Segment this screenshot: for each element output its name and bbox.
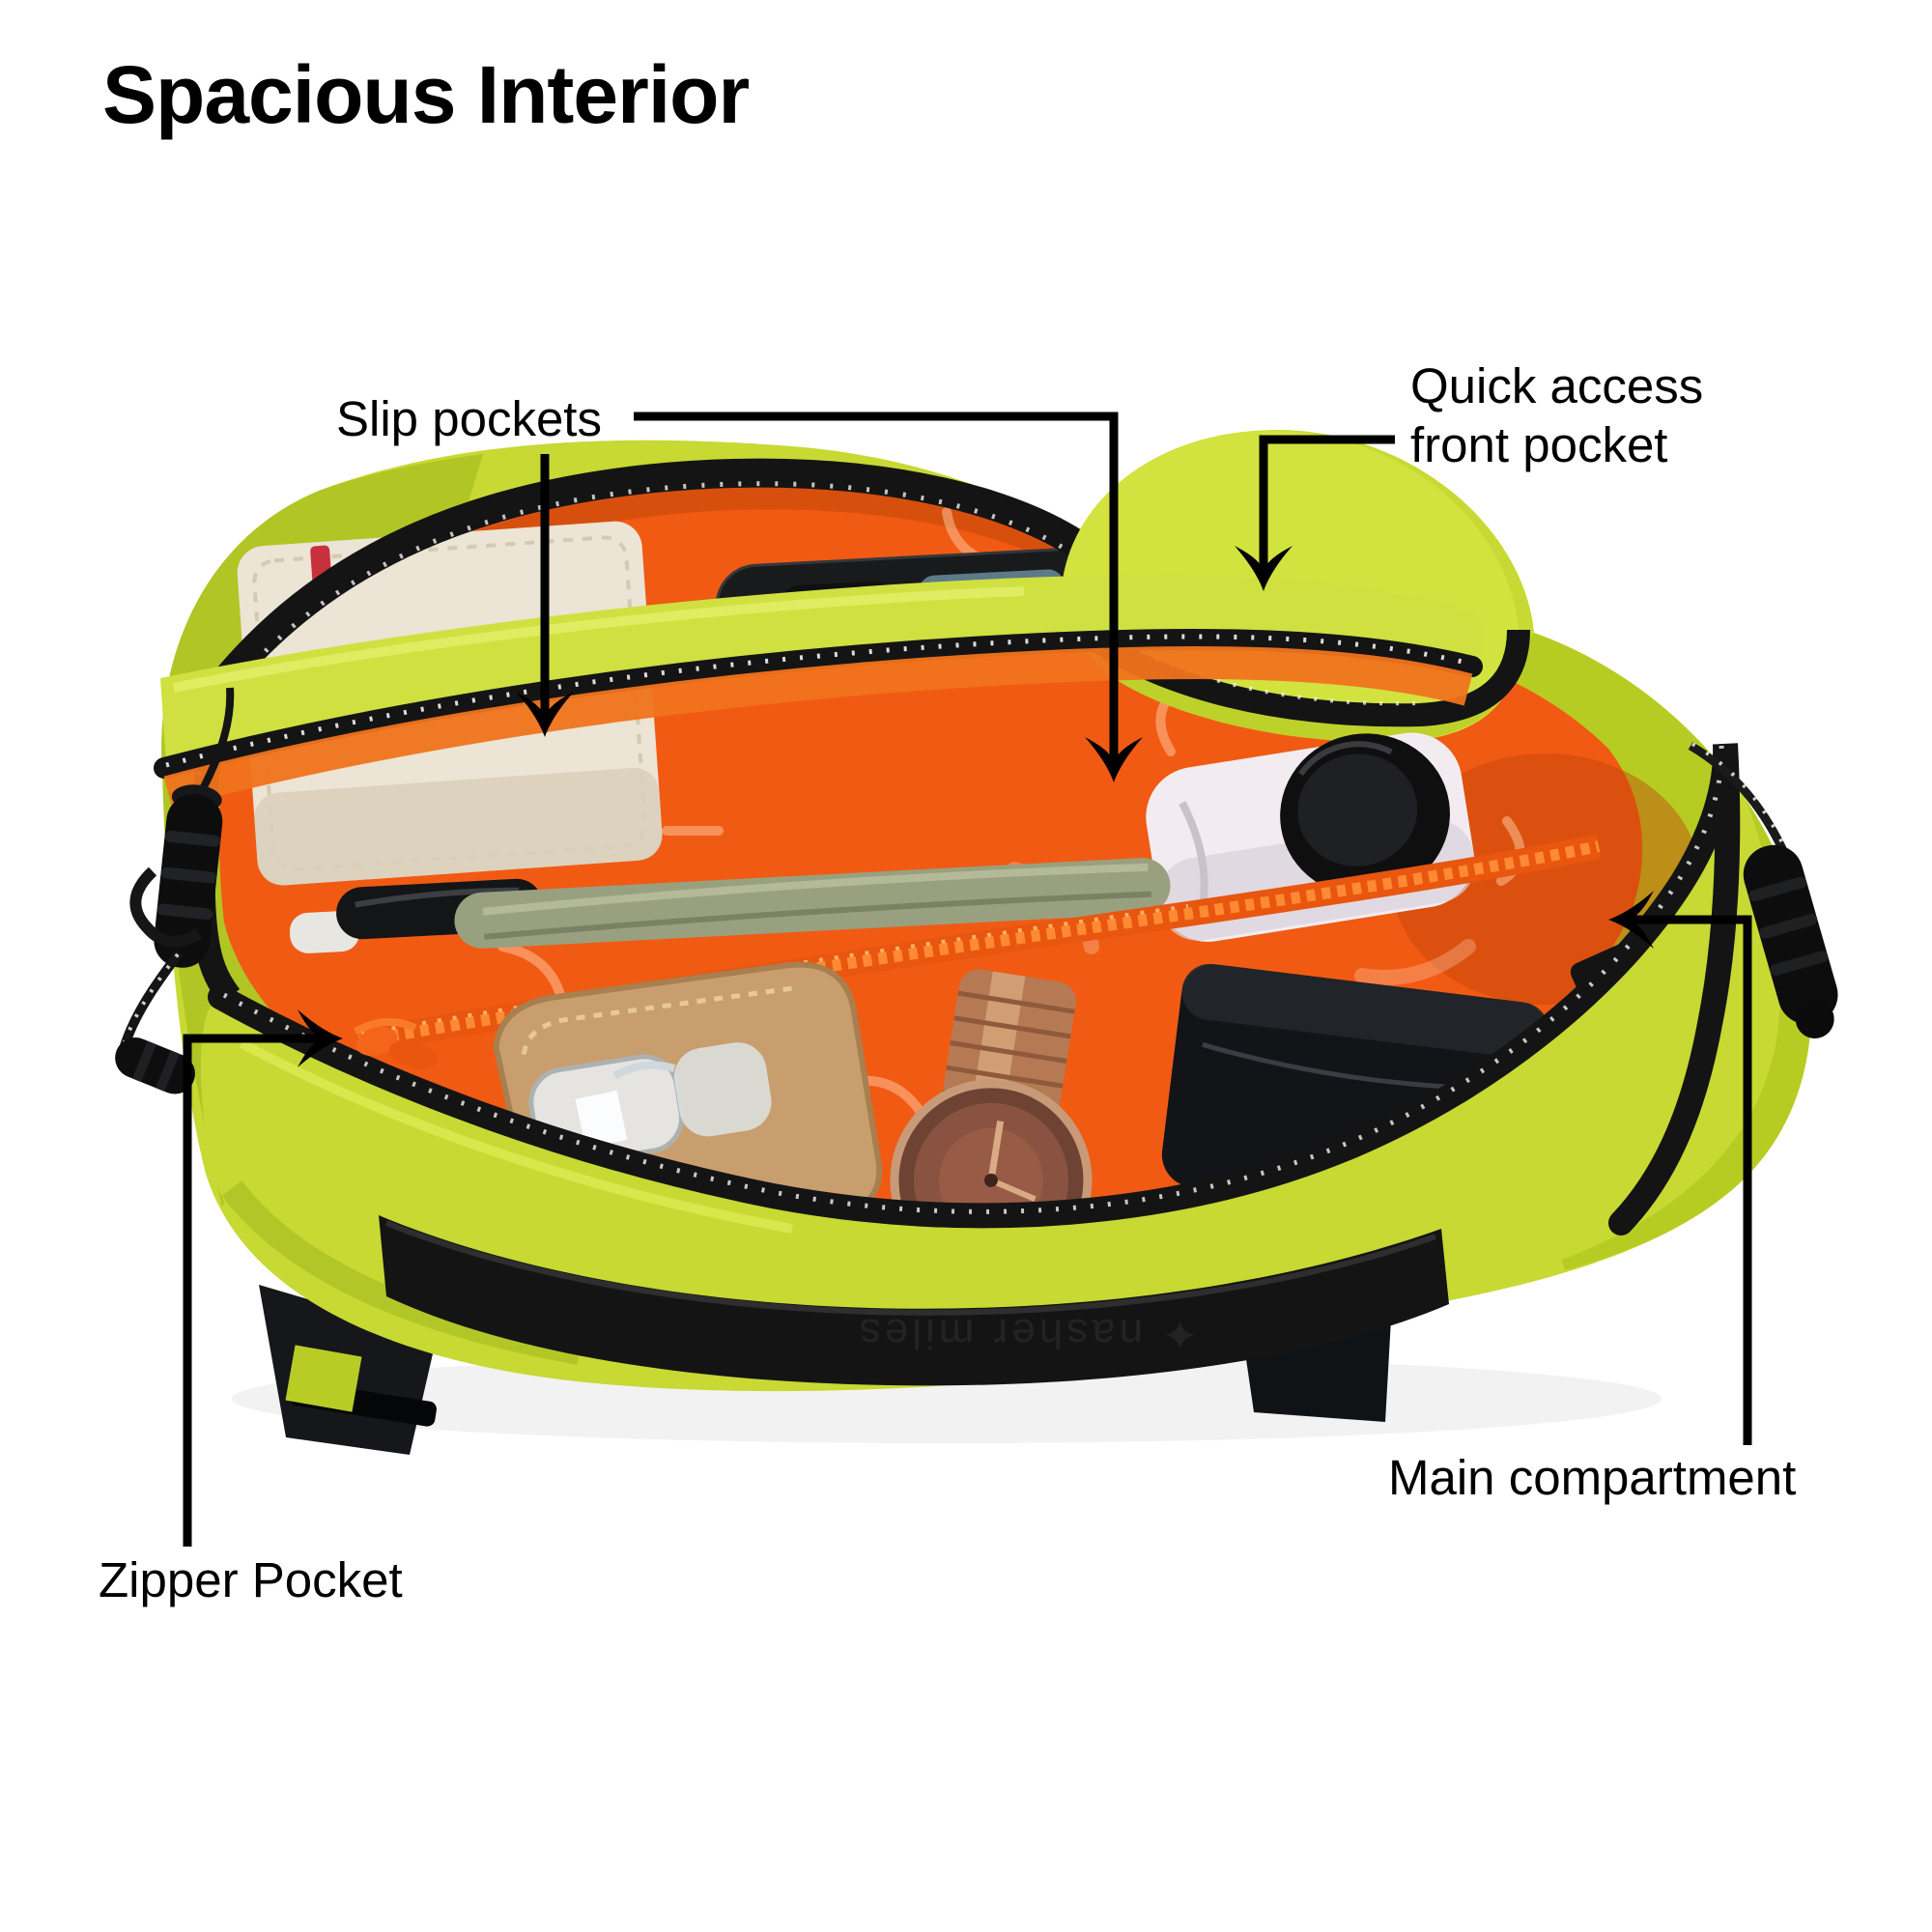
pens xyxy=(289,858,1171,953)
brand-logo-icon: ✦ xyxy=(1158,1310,1198,1357)
wire-loop xyxy=(129,867,203,948)
callout-connectors xyxy=(183,412,1752,1547)
front-flap-fold xyxy=(154,575,1483,809)
connector-zipper-pocket xyxy=(183,1034,323,1547)
label-slip-pockets: Slip pockets xyxy=(336,391,602,446)
zipper-pull-right xyxy=(1688,742,1838,1038)
cord-end-toggle xyxy=(115,1037,195,1094)
zipper-cord-left xyxy=(119,949,184,1051)
zipper-pocket-pull-orange xyxy=(354,1017,439,1069)
label-zipper-pocket: Zipper Pocket xyxy=(99,1552,403,1607)
page-title: Spacious Interior xyxy=(102,49,750,140)
label-main-compartment: Main compartment xyxy=(1388,1450,1797,1505)
label-quick-access-front-pocket: Quick access front pocket xyxy=(1410,358,1704,472)
connector-slip-pockets-b xyxy=(634,412,1119,762)
zipper-pull-left xyxy=(115,687,235,1094)
brand-emboss: ✦nasher miles xyxy=(856,1310,1198,1357)
slip-pocket-binding xyxy=(163,646,1473,809)
connector-quick-access xyxy=(1259,435,1395,571)
connector-main-compartment xyxy=(1629,915,1752,1445)
middle-zipper-coil xyxy=(154,628,1483,779)
base-trim: ✦nasher miles xyxy=(379,1215,1449,1386)
front-zipper-coil xyxy=(208,743,1741,1236)
